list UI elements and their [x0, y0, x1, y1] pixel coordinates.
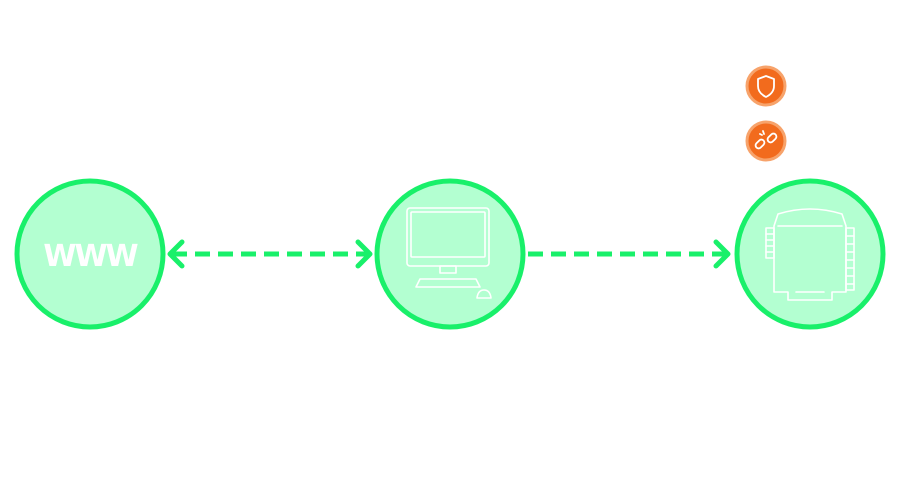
edge-computer-device	[528, 239, 731, 269]
edge-internet-computer	[167, 239, 373, 269]
shield-badge[interactable]	[745, 65, 787, 107]
broken-link-badge[interactable]	[745, 120, 787, 162]
arrowhead-left	[167, 239, 185, 269]
node-internet: WWW	[14, 178, 166, 330]
www-label: WWW	[43, 239, 138, 274]
arrowhead-right	[713, 239, 731, 269]
node-computer	[374, 178, 526, 330]
broken-link-icon	[754, 130, 778, 150]
node-device	[734, 178, 886, 330]
arrowhead-right	[355, 239, 373, 269]
shield-icon	[757, 75, 775, 98]
io-device-icon	[765, 208, 855, 301]
desktop-computer-icon	[406, 207, 492, 299]
